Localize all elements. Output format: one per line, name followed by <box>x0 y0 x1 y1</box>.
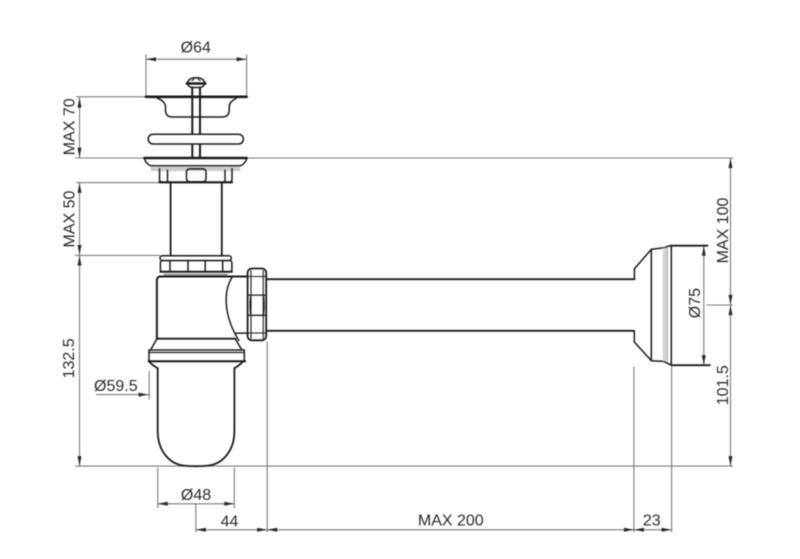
svg-text:Ø59.5: Ø59.5 <box>94 378 138 395</box>
svg-text:MAX 100: MAX 100 <box>715 197 732 263</box>
svg-text:MAX 70: MAX 70 <box>62 98 79 155</box>
svg-text:MAX 50: MAX 50 <box>62 190 79 247</box>
svg-text:132.5: 132.5 <box>61 338 78 378</box>
svg-text:Ø75: Ø75 <box>687 288 704 318</box>
svg-text:23: 23 <box>643 512 661 529</box>
svg-text:101.5: 101.5 <box>715 365 732 405</box>
svg-text:Ø64: Ø64 <box>181 40 211 57</box>
svg-text:Ø48: Ø48 <box>181 487 211 504</box>
svg-text:44: 44 <box>221 513 239 530</box>
svg-text:MAX 200: MAX 200 <box>418 513 484 530</box>
